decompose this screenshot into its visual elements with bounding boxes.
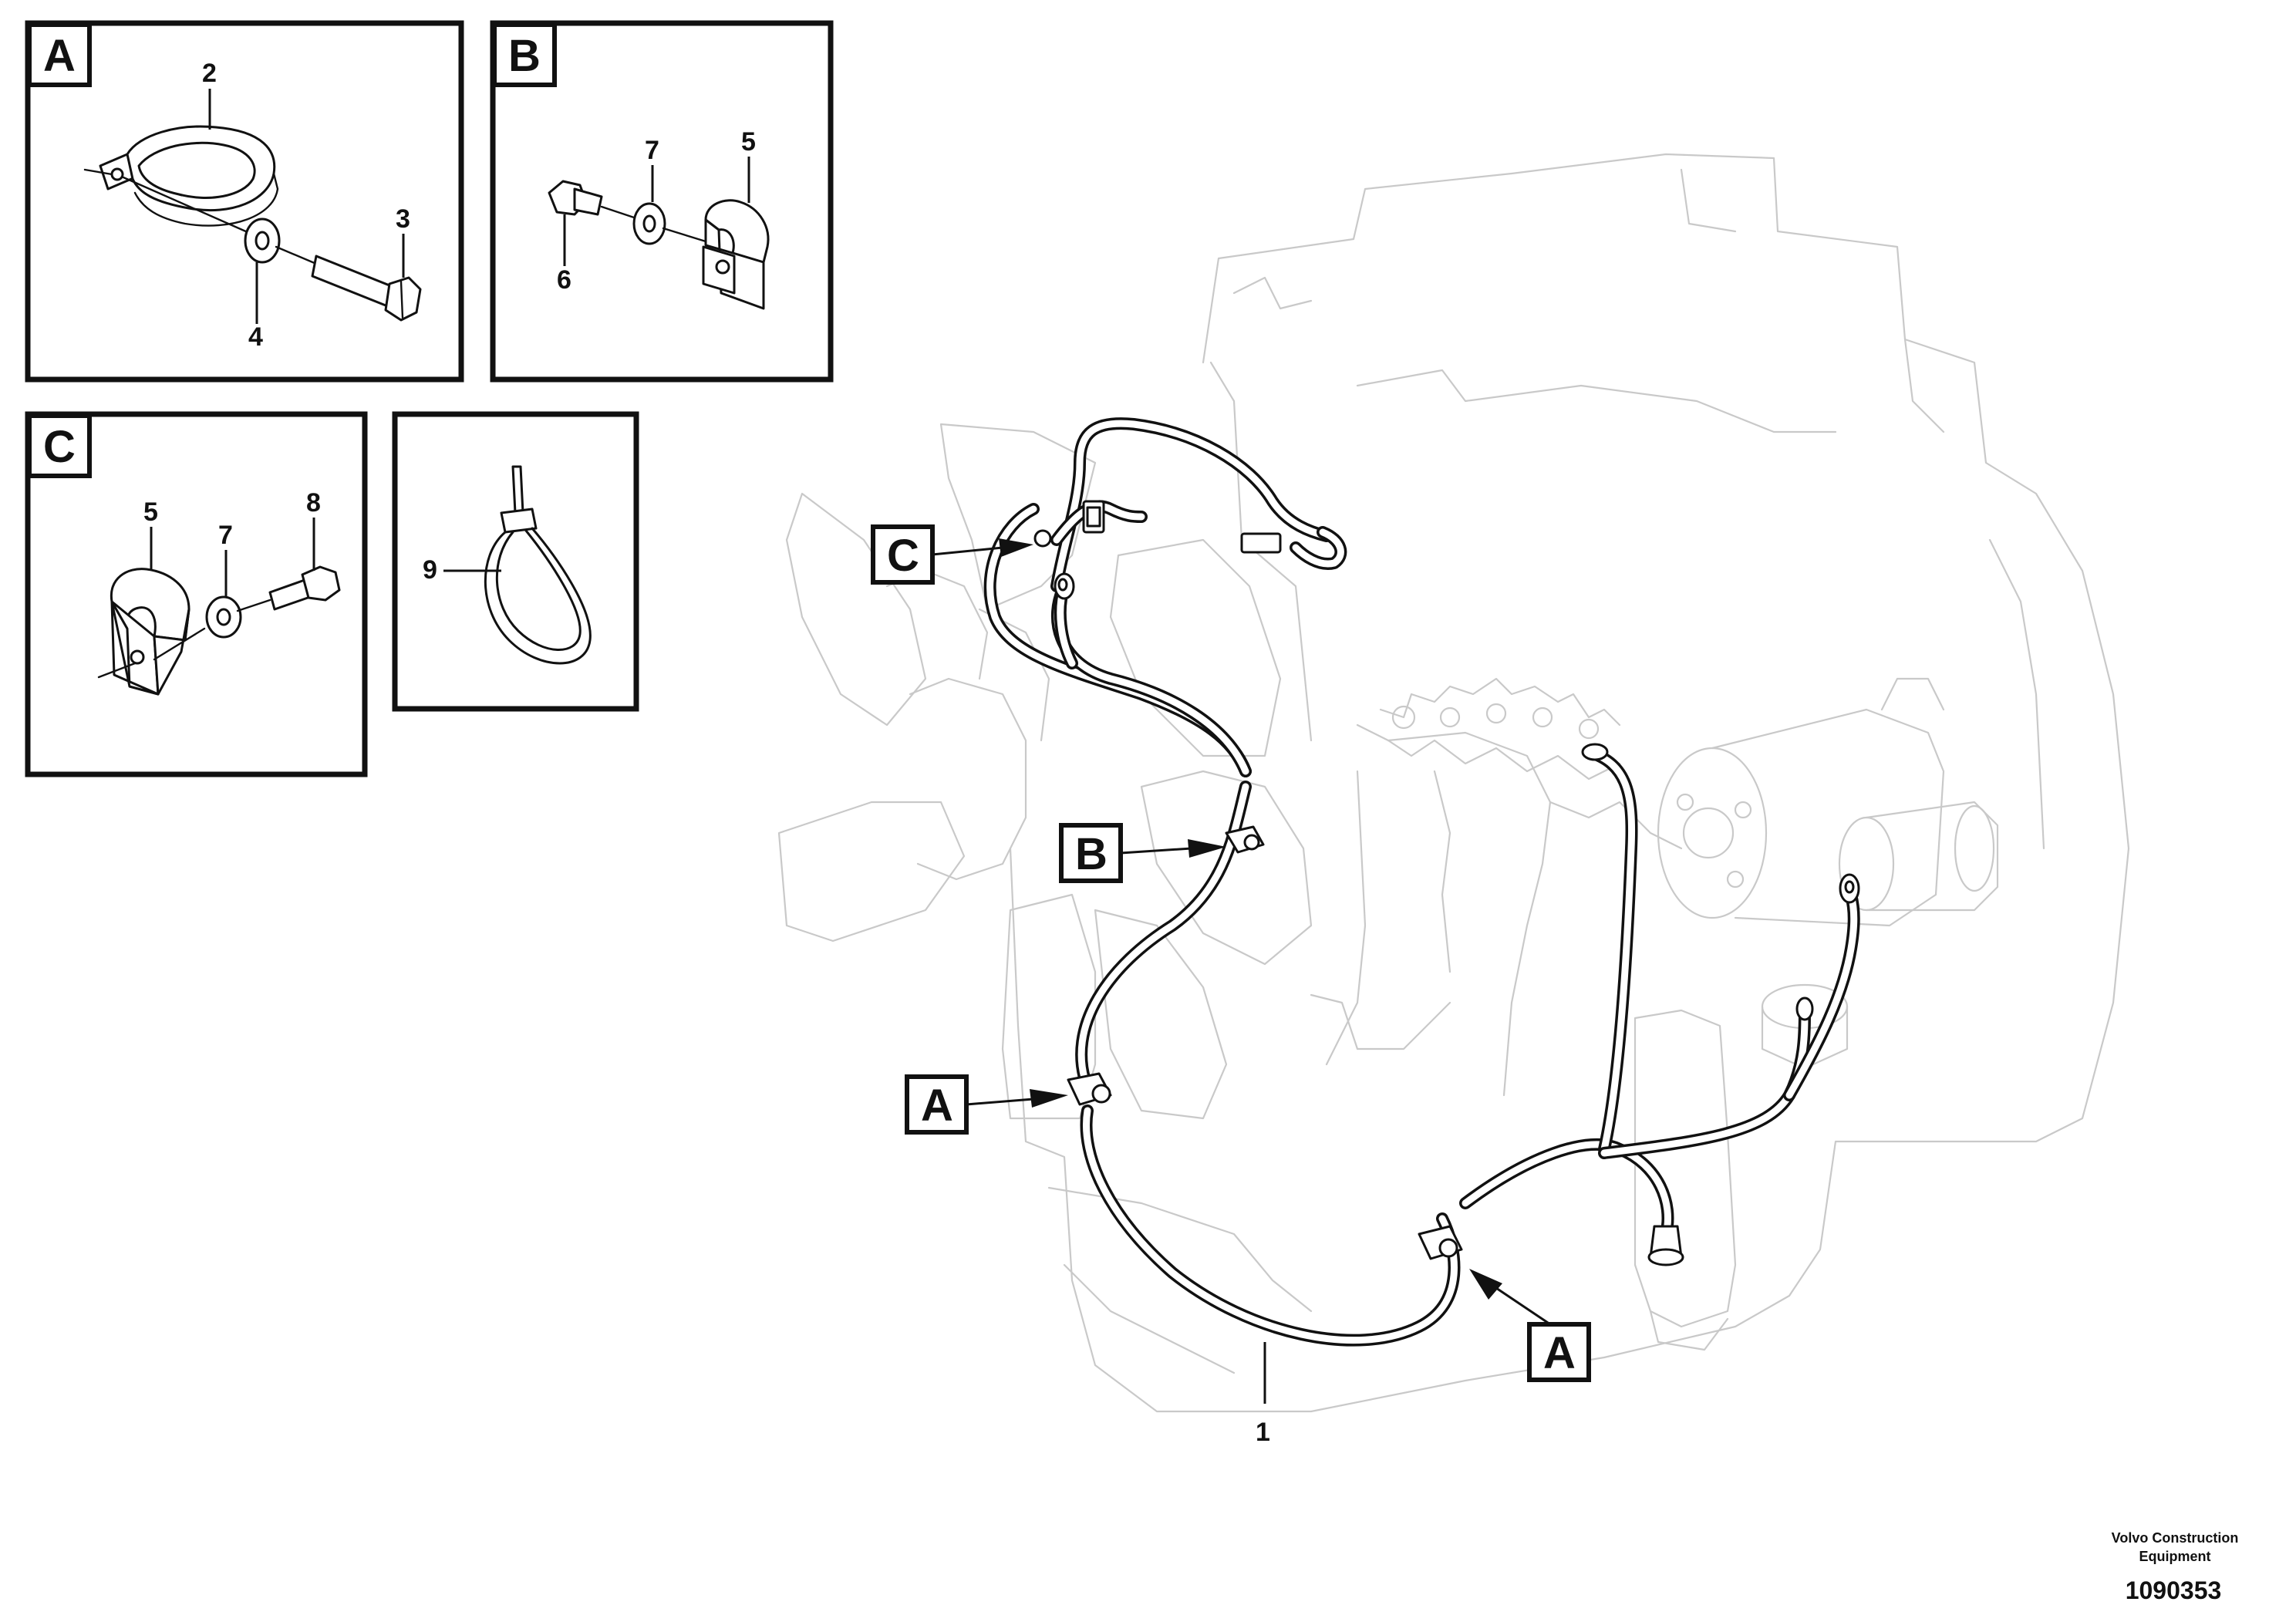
callout-1: 1 [1256, 1418, 1270, 1447]
svg-text:B: B [1075, 829, 1108, 879]
svg-text:A: A [921, 1081, 953, 1131]
figure-number: 1090353 [2126, 1576, 2222, 1604]
panel-c-callout-7: 7 [218, 521, 233, 550]
detail-panel-a: A 2 3 4 [25, 20, 464, 383]
wiring-harness [983, 417, 1860, 1347]
detail-panel-b: B 7 5 6 [490, 20, 834, 383]
tag-a-left: A [905, 1074, 1068, 1135]
panel-b-callout-5: 5 [741, 127, 756, 157]
panel-a-callout-3: 3 [396, 204, 410, 234]
cable-tie-callout-9: 9 [423, 555, 437, 585]
panel-c-callout-8: 8 [306, 488, 321, 518]
company-line-2: Equipment [2139, 1549, 2211, 1564]
panel-a-callout-2: 2 [202, 59, 217, 88]
detail-panel-c: C 5 7 8 [25, 411, 368, 777]
svg-text:C: C [887, 531, 919, 581]
panel-b-callout-6: 6 [557, 265, 571, 295]
fan-blades [777, 423, 1313, 1120]
panel-b-callout-7: 7 [645, 136, 659, 165]
panel-a-label: A [43, 31, 76, 81]
panel-a-callout-4: 4 [248, 322, 263, 352]
tag-b: B [1059, 823, 1226, 883]
company-line-1: Volvo Construction [2112, 1530, 2239, 1546]
panel-c-callout-5: 5 [143, 497, 158, 527]
tag-c: C [871, 524, 1033, 585]
panel-c-label: C [43, 422, 76, 472]
engine-outline [885, 153, 2130, 1413]
detail-panel-cable-tie: 9 [392, 411, 639, 712]
panel-b-label: B [508, 31, 541, 81]
tag-a-bottom: A [1469, 1269, 1591, 1382]
svg-text:A: A [1543, 1328, 1576, 1378]
